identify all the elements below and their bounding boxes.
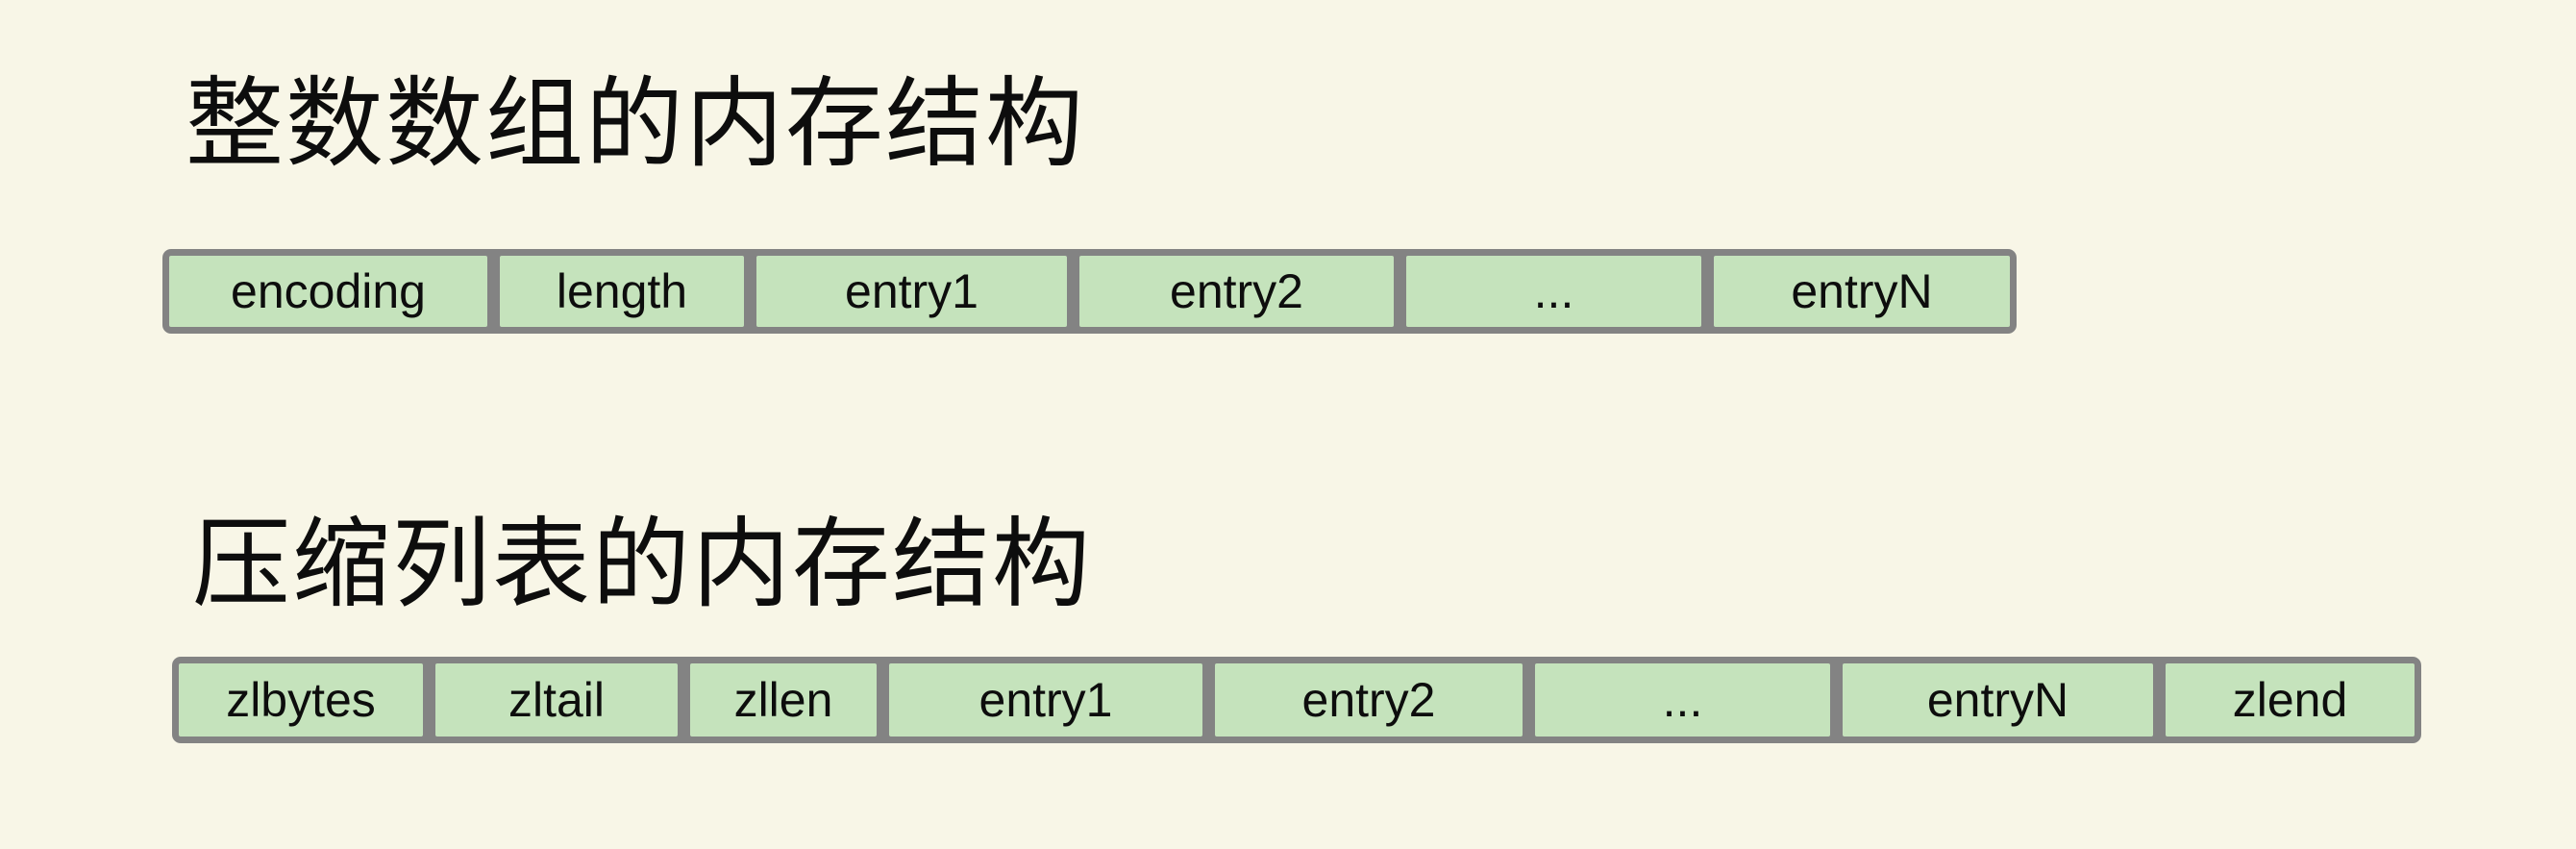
memory-cell-: ... [1406,256,1701,327]
memory-cell-: ... [1535,663,1830,737]
memory-cell-entryn: entryN [1714,256,2010,327]
memory-cell-entry2: entry2 [1215,663,1523,737]
memory-cell-length: length [500,256,744,327]
memory-cell-entry1: entry1 [889,663,1202,737]
memory-cell-entry2: entry2 [1079,256,1394,327]
memory-cell-zltail: zltail [435,663,678,737]
intset-diagram-title: 整数数组的内存结构 [186,69,1085,179]
ziplist-diagram-title: 压缩列表的内存结构 [192,510,1092,619]
memory-cell-entryn: entryN [1843,663,2153,737]
memory-cell-zllen: zllen [690,663,877,737]
memory-cell-encoding: encoding [169,256,487,327]
memory-cell-entry1: entry1 [756,256,1067,327]
memory-cell-zlbytes: zlbytes [179,663,423,737]
memory-cell-zlend: zlend [2166,663,2415,737]
